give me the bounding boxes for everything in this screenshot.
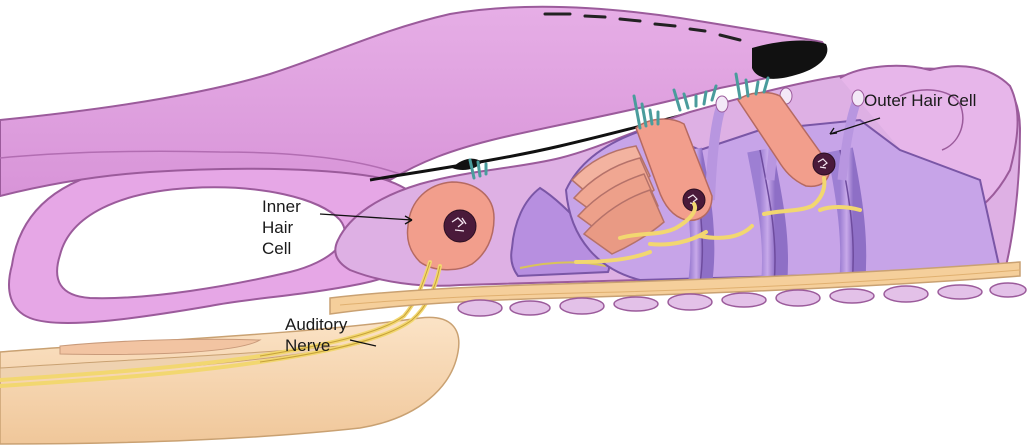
auditory-nerve-label-line-2: Nerve — [285, 335, 347, 356]
outer-hair-cell-label: Outer Hair Cell — [864, 90, 976, 111]
inner-hair-cell-label: Inner Hair Cell — [262, 196, 301, 259]
inner-hair-cell-label-line-2: Hair — [262, 217, 301, 238]
auditory-nerve-label: Auditory Nerve — [285, 314, 347, 356]
inner-hair-cell-label-line-3: Cell — [262, 238, 301, 259]
inner-hair-cell-label-line-1: Inner — [262, 196, 301, 217]
auditory-nerve-label-line-1: Auditory — [285, 314, 347, 335]
